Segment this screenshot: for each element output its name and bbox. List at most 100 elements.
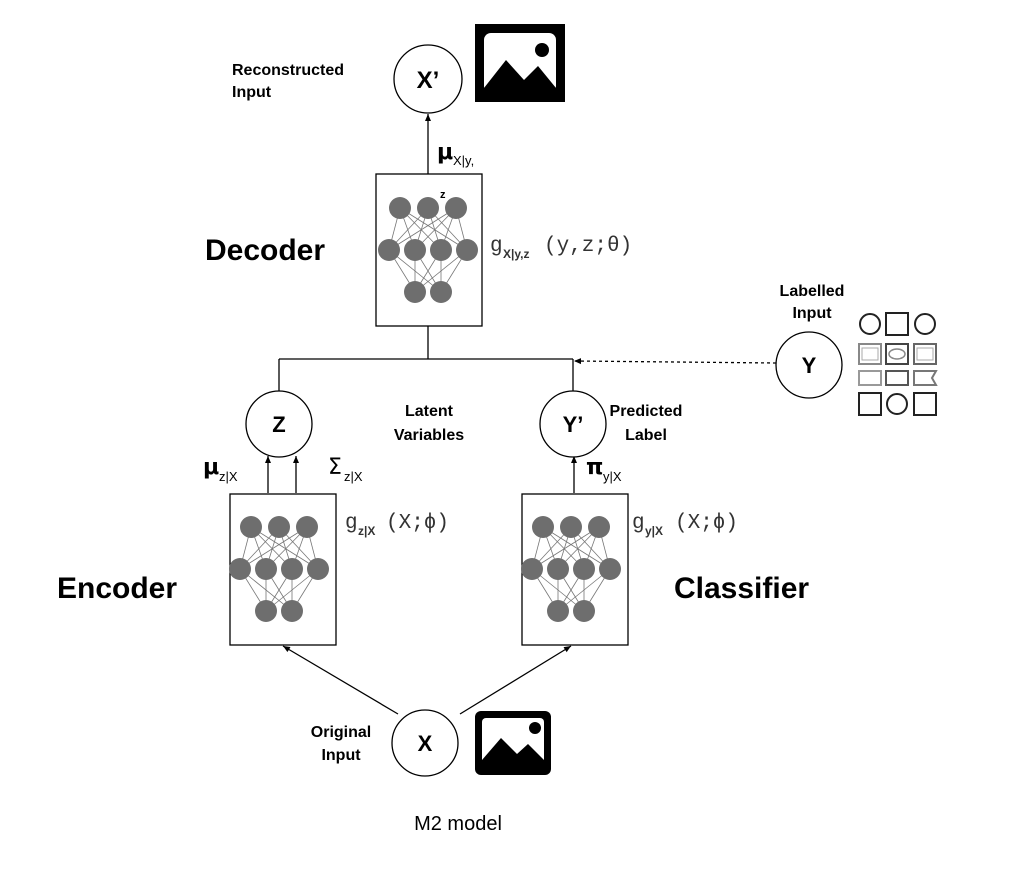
neuron	[229, 558, 251, 580]
node-y-prime: Y’	[539, 390, 607, 458]
original-input-label: Original Input	[311, 724, 371, 764]
node-z: Z	[245, 390, 313, 458]
neuron	[240, 516, 262, 538]
neuron	[281, 558, 303, 580]
g-symbol: g	[632, 512, 645, 535]
mu-encoder-subscript: z|X	[219, 469, 238, 484]
pi-symbol: π	[586, 455, 603, 480]
labelled-label-line2: Input	[792, 305, 832, 322]
mu-symbol: μ	[203, 455, 219, 480]
neuron	[404, 281, 426, 303]
encoder-sigma-label: Σ z|X	[328, 455, 363, 484]
neuron	[389, 197, 411, 219]
neuron	[547, 558, 569, 580]
neuron	[430, 239, 452, 261]
network-edge	[414, 249, 468, 293]
labelled-label-line1: Labelled	[780, 283, 845, 300]
network-edge	[239, 526, 308, 570]
pi-subscript: y|X	[603, 469, 622, 484]
node-x-prime: X’	[393, 44, 463, 114]
neuron	[532, 516, 554, 538]
g-encoder-args: (X;ϕ)	[386, 512, 449, 535]
g-decoder-args: (y,z;θ)	[544, 235, 632, 258]
neuron	[281, 600, 303, 622]
labelled-input-icon-grid	[858, 312, 938, 416]
neuron	[573, 600, 595, 622]
z-input-label: z	[440, 189, 446, 201]
neuron	[255, 558, 277, 580]
neuron	[573, 558, 595, 580]
node-y-label: Y	[802, 353, 817, 378]
x-to-classifier-arrow	[459, 645, 572, 715]
network-edge	[531, 526, 600, 570]
neuron	[588, 516, 610, 538]
classifier-function-label: g y|X (X;ϕ)	[632, 512, 738, 538]
predicted-label-label: Predicted Label	[610, 403, 683, 444]
encoder-network-icon	[229, 516, 329, 622]
g-classifier-subscript: y|X	[645, 524, 663, 538]
decoder-title: Decoder	[205, 234, 325, 267]
classifier-title: Classifier	[674, 572, 809, 605]
neuron	[599, 558, 621, 580]
connector-lines	[265, 114, 777, 715]
network-edge	[388, 207, 457, 251]
latent-variables-label: Latent Variables	[394, 403, 464, 444]
encoder-mu-label: μ z|X	[203, 455, 238, 484]
g-classifier-args: (X;ϕ)	[675, 512, 738, 535]
network-edge	[557, 568, 611, 612]
neuron	[268, 516, 290, 538]
neuron	[456, 239, 478, 261]
neuron	[404, 239, 426, 261]
reconstructed-label-line1: Reconstructed	[232, 62, 344, 79]
neuron	[430, 281, 452, 303]
classifier-pi-label: π y|X	[586, 455, 622, 484]
reconstructed-image-icon	[475, 24, 565, 102]
mu-decoder-subscript: X|y,	[453, 153, 474, 168]
neuron	[255, 600, 277, 622]
node-z-label: Z	[272, 412, 285, 437]
encoder-title: Encoder	[57, 572, 177, 605]
neuron	[378, 239, 400, 261]
decoder-function-label: g X|y,z (y,z;θ)	[490, 235, 632, 261]
neuron	[560, 516, 582, 538]
node-x-prime-label: X’	[417, 67, 440, 94]
x-to-encoder-arrow	[282, 645, 399, 715]
neuron	[296, 516, 318, 538]
original-label-line2: Input	[321, 747, 361, 764]
sigma-symbol: Σ	[328, 455, 342, 480]
latent-label-line1: Latent	[405, 403, 454, 420]
neuron	[417, 197, 439, 219]
g-encoder-subscript: z|X	[358, 524, 375, 538]
labelled-y-dashed-arrow	[573, 358, 777, 365]
g-decoder-subscript: X|y,z	[503, 247, 529, 261]
neuron	[521, 558, 543, 580]
network-edge	[542, 526, 611, 570]
predicted-label-line2: Label	[625, 427, 667, 444]
reconstructed-label-line2: Input	[232, 84, 272, 101]
g-symbol: g	[490, 235, 503, 258]
node-x-label: X	[418, 731, 433, 756]
original-label-line1: Original	[311, 724, 371, 741]
node-y-prime-label: Y’	[563, 412, 584, 437]
neuron	[307, 558, 329, 580]
network-edge	[250, 526, 319, 570]
labelled-input-label: Labelled Input	[780, 283, 845, 322]
reconstructed-input-label: Reconstructed Input	[232, 62, 344, 101]
node-y: Y	[775, 331, 843, 399]
mu-symbol: μ	[437, 140, 453, 165]
g-symbol: g	[345, 512, 358, 535]
decoder-mu-label: μ X|y,	[437, 140, 474, 168]
node-x: X	[391, 709, 459, 777]
classifier-network-icon	[521, 516, 621, 622]
sigma-subscript: z|X	[344, 469, 363, 484]
original-image-icon	[475, 711, 551, 775]
latent-label-line2: Variables	[394, 427, 464, 444]
decoder-network-icon	[378, 197, 478, 303]
predicted-label-line1: Predicted	[610, 403, 683, 420]
network-edge	[265, 568, 319, 612]
encoder-function-label: g z|X (X;ϕ)	[345, 512, 449, 538]
neuron	[445, 197, 467, 219]
neuron	[547, 600, 569, 622]
diagram-caption: M2 model	[414, 813, 502, 835]
